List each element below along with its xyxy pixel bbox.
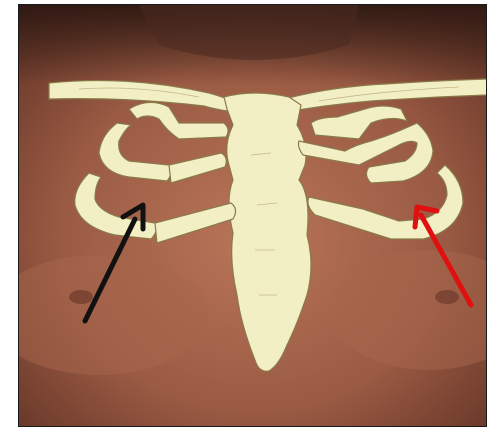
chest-illustration: [19, 5, 487, 427]
image-frame: [18, 4, 487, 427]
left-nipple: [69, 290, 93, 304]
right-nipple: [435, 290, 459, 304]
